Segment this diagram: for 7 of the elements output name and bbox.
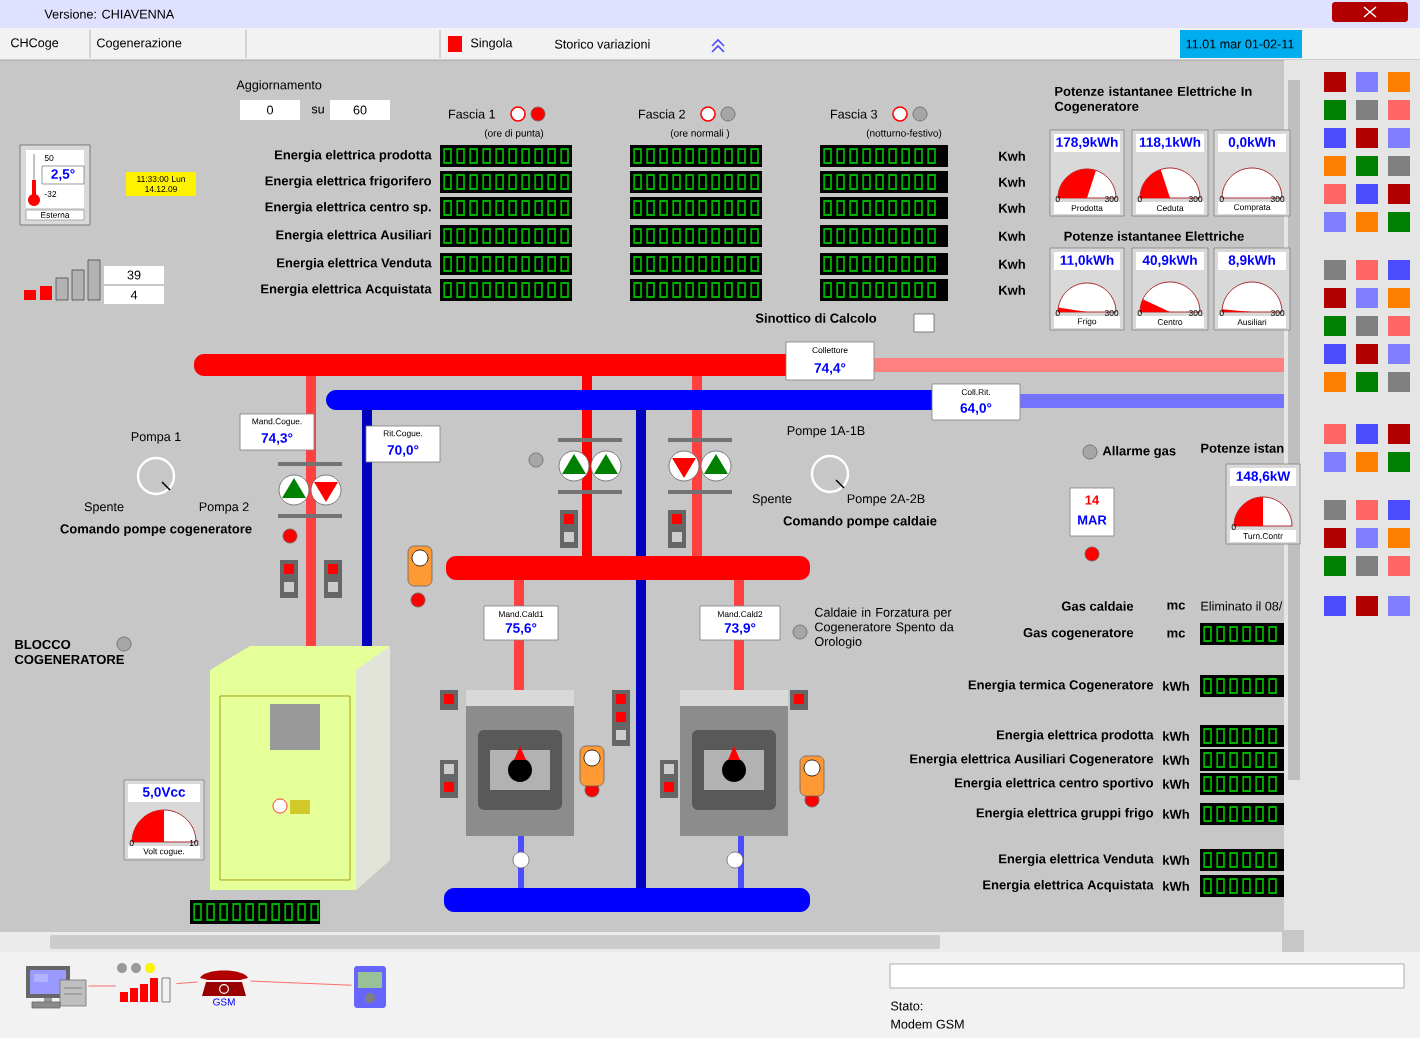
connection-line — [176, 981, 198, 985]
computer-icon — [26, 966, 87, 1009]
connection-line — [250, 980, 352, 986]
modem-icon — [117, 963, 171, 1003]
telephone-icon — [200, 970, 248, 996]
connection-line — [88, 985, 117, 987]
handheld-icon — [354, 966, 386, 1008]
